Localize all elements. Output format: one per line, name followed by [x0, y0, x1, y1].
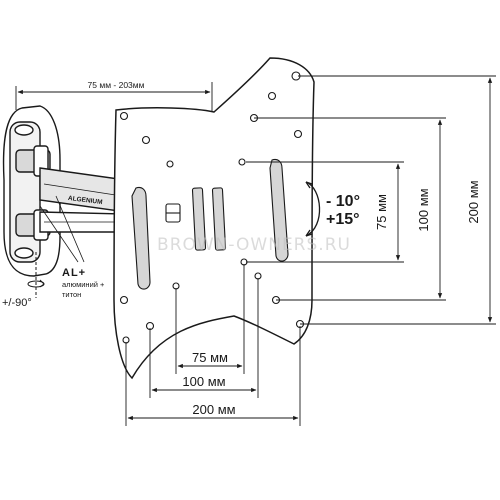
brand-label: ALGENIUM [68, 195, 103, 206]
material-leaders [39, 195, 85, 263]
watermark: BROWN-OWNERS.RU [157, 235, 351, 255]
material-line-1: алюминий + [62, 280, 105, 289]
plate-slots [131, 158, 289, 290]
swing-arm [39, 167, 127, 233]
tilt-up: +15° [326, 211, 360, 228]
vesa-v-200-label: 200 мм [466, 180, 481, 223]
material-badge: AL+ [62, 267, 86, 279]
tilt-down: - 10° [326, 193, 360, 210]
swivel-rotation-icon [27, 252, 45, 298]
reach-label: 75 мм - 203мм [88, 80, 145, 90]
vesa-v-75-label: 75 мм [374, 194, 389, 230]
vesa-h-200-label: 200 мм [192, 402, 235, 417]
vertical-dimensions [246, 75, 496, 325]
vesa-h-100-label: 100 мм [182, 374, 225, 389]
swivel-angle: +/-90° [2, 297, 32, 309]
vesa-v-100-label: 100 мм [416, 188, 431, 231]
vesa-h-75-label: 75 мм [192, 350, 228, 365]
tilt-arc-icon [305, 181, 321, 237]
material-line-2: титон [62, 290, 81, 299]
horizontal-dimensions [125, 264, 301, 426]
